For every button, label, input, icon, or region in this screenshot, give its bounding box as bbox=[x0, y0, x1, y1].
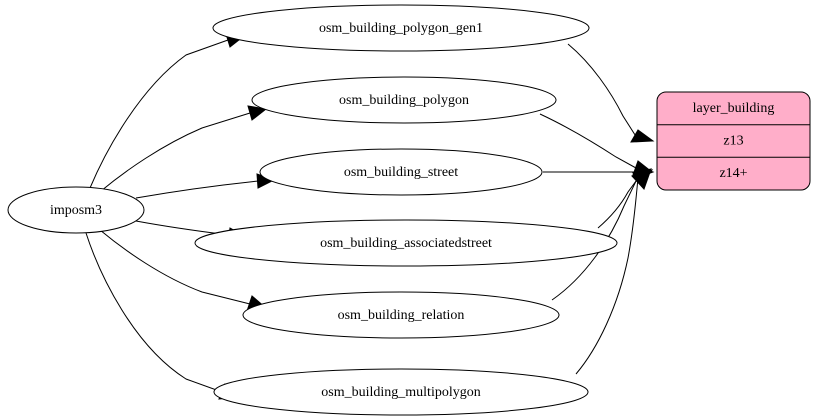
node-osm_building_street-label: osm_building_street bbox=[344, 165, 458, 180]
node-osm_building_relation-shape[interactable] bbox=[242, 291, 560, 339]
edge-osm_building_multipolygon-to-zoom-z14-plus bbox=[575, 171, 651, 375]
node-osm_building_relation-label: osm_building_relation bbox=[338, 308, 465, 323]
node-layer_building[interactable]: layer_building z13 z14+ bbox=[656, 91, 811, 191]
record-row-zoom-z13[interactable]: z13 bbox=[723, 134, 743, 149]
edge-imposm3-to-osm_building_polygon bbox=[100, 105, 268, 192]
node-osm_building_polygon_gen1-shape[interactable] bbox=[212, 4, 590, 52]
edge-imposm3-to-osm_building_polygon_gen1 bbox=[89, 33, 246, 189]
node-osm_building_associatedstreet-shape[interactable] bbox=[194, 219, 618, 267]
edge-group-tables-to-layer bbox=[539, 43, 655, 375]
edge-osm_building_polygon_gen1-to-zoom-z13 bbox=[567, 43, 655, 143]
node-osm_building_multipolygon-label: osm_building_multipolygon bbox=[321, 385, 480, 400]
node-osm_building_multipolygon[interactable]: osm_building_multipolygon bbox=[213, 368, 589, 416]
node-osm_building_associatedstreet[interactable]: osm_building_associatedstreet bbox=[194, 219, 618, 267]
node-imposm3-label: imposm3 bbox=[50, 203, 102, 218]
node-layer_building-shape[interactable] bbox=[656, 91, 811, 191]
node-osm_building_polygon[interactable]: osm_building_polygon bbox=[251, 76, 557, 124]
record-row-layer-name: layer_building bbox=[693, 101, 775, 116]
node-osm_building_polygon_gen1[interactable]: osm_building_polygon_gen1 bbox=[212, 4, 590, 52]
node-imposm3-shape[interactable] bbox=[7, 186, 145, 234]
node-osm_building_polygon_gen1-label: osm_building_polygon_gen1 bbox=[319, 21, 483, 36]
node-osm_building_street-shape[interactable] bbox=[259, 148, 543, 196]
node-osm_building_street[interactable]: osm_building_street bbox=[259, 148, 543, 196]
node-osm_building_polygon-label: osm_building_polygon bbox=[339, 93, 469, 108]
record-row-zoom-z14-plus[interactable]: z14+ bbox=[719, 166, 747, 181]
node-imposm3[interactable]: imposm3 bbox=[7, 186, 145, 234]
edge-osm_building_polygon-to-zoom-z14-plus bbox=[539, 113, 654, 176]
edge-imposm3-to-osm_building_street bbox=[135, 173, 276, 199]
node-osm_building_polygon-shape[interactable] bbox=[251, 76, 557, 124]
node-osm_building_associatedstreet-label: osm_building_associatedstreet bbox=[320, 236, 492, 251]
edge-imposm3-to-osm_building_multipolygon bbox=[85, 232, 241, 400]
node-osm_building_relation[interactable]: osm_building_relation bbox=[242, 291, 560, 339]
node-osm_building_multipolygon-shape[interactable] bbox=[213, 368, 589, 416]
